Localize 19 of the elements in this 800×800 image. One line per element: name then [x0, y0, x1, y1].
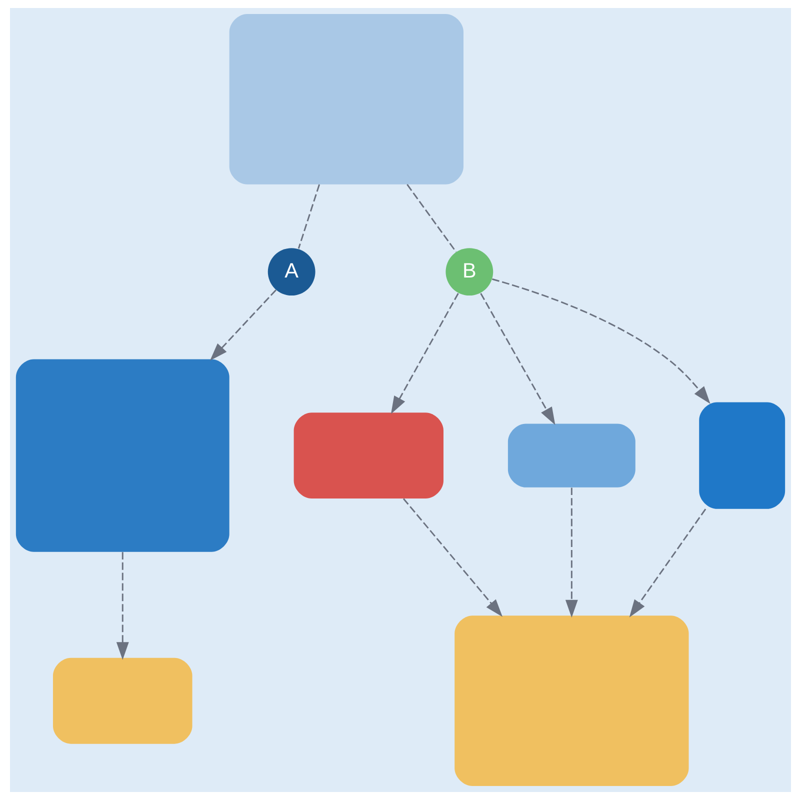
node-box [293, 412, 443, 499]
node-box [52, 658, 192, 744]
connector [297, 184, 320, 249]
node-box [507, 424, 635, 488]
node-box [454, 616, 688, 786]
connector [406, 184, 456, 252]
arrow [628, 508, 706, 618]
arrow [491, 278, 710, 404]
node-circle: B [445, 248, 493, 296]
arrow [209, 289, 276, 361]
arrow [564, 488, 578, 618]
arrow [390, 292, 458, 414]
node-box [228, 14, 463, 184]
node-box [698, 402, 785, 509]
arrow [116, 552, 128, 660]
arrow [402, 498, 502, 617]
node-box [15, 359, 229, 552]
arrow [480, 292, 555, 426]
node-circle: A [267, 248, 315, 296]
